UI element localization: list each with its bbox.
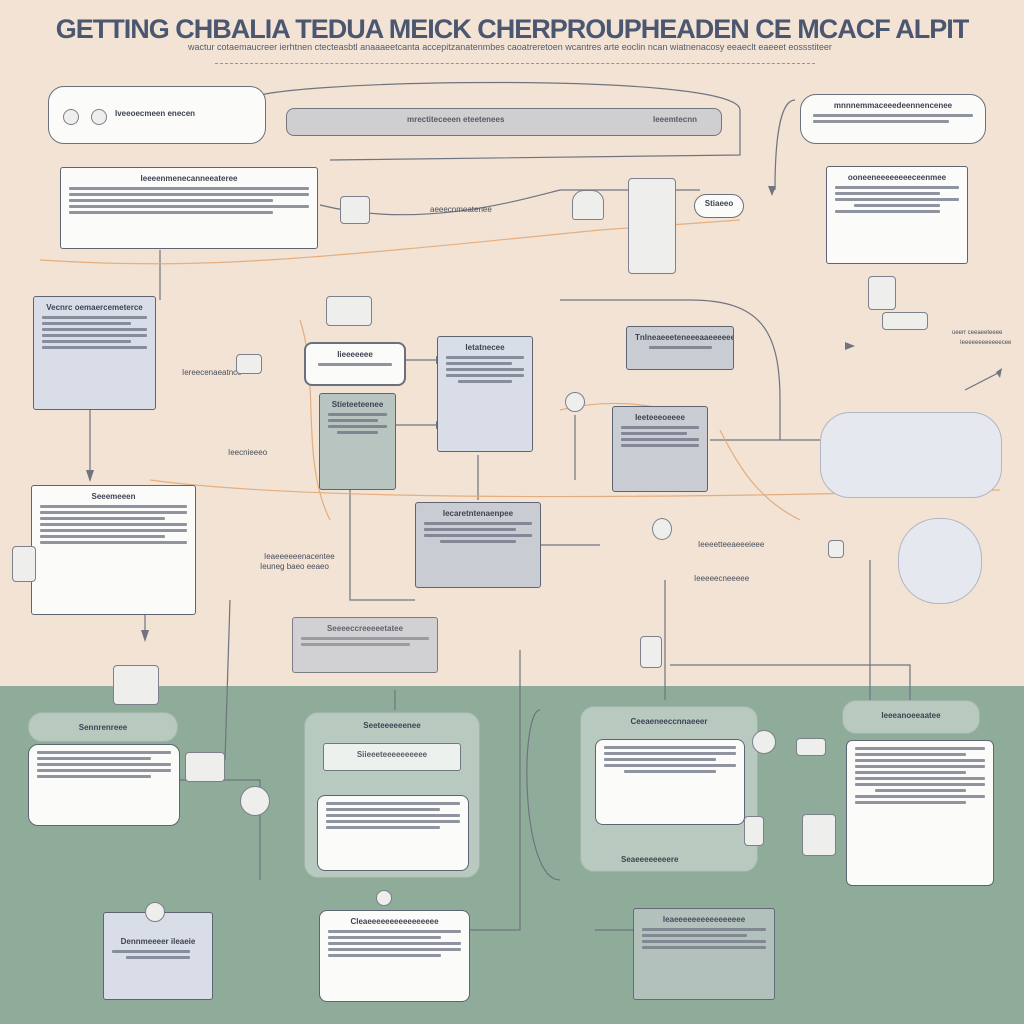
left-node-b: Vecnrc oemaercemeterce <box>33 296 156 410</box>
left-node-c-title: Seeemeeen <box>91 492 136 501</box>
mid-pill-node: Stiaeeo <box>694 194 744 218</box>
bottom-node-2-title: Cleaeeeeeeeeeeeeeeee <box>350 917 439 926</box>
top-bar-right-label: Ieeemtecnn <box>653 115 698 124</box>
center-grey-node: Iecaretntenaenpee <box>415 502 541 588</box>
bottom-node-3: Ieaeeeeeeeeeeeeeeee <box>633 908 775 1000</box>
title-divider <box>215 63 815 65</box>
headset-icon <box>752 730 776 754</box>
right-node-a-title: ooneeneeeeeeeeceenmee <box>847 173 947 182</box>
document-stack-icon <box>340 196 370 224</box>
bottom-node-1: Dennmeeeer ileaeie <box>103 912 213 1000</box>
clock-icon <box>565 392 585 412</box>
panel-4-card <box>846 740 994 886</box>
mid-pill-label: Stiaeeo <box>704 199 734 208</box>
right-grey-node-a: Tnlneaeeeteneeeaaeeeeee <box>626 326 734 370</box>
panel-3-title: Ceeaeneeccnnaeeer <box>630 717 708 726</box>
top-right-node-title: mnnnemmaceeedeennencenee <box>833 101 953 110</box>
top-right-node: mnnnemmaceeedeennencenee <box>800 94 986 144</box>
center-blue-title: Ietatnecee <box>465 343 505 352</box>
cabinet-icon <box>628 178 676 274</box>
drawer-icon <box>868 276 896 310</box>
panel-1: Sennrenreee <box>28 712 178 742</box>
top-bar-node: mrectiteceeen eteetenees Ieeemtecnn <box>286 108 722 136</box>
cloud-storage-node <box>820 412 1002 498</box>
phone-icon <box>744 816 764 846</box>
tray-icon <box>882 312 928 330</box>
folder-cloud-icon <box>898 518 982 604</box>
panel-2-inner-bar: Siieeeteeeeeeeeee <box>323 743 461 771</box>
center-teal-title: Stieteeteenee <box>331 400 384 409</box>
top-left-pill-label: Iveeoecmeen enecen <box>115 109 196 118</box>
left-node-c: Seeemeeen <box>31 485 196 615</box>
lock-icon <box>145 902 165 922</box>
right-label-c: ueerr ceeaeeteeee <box>952 330 1003 336</box>
right-label-d: Ieeeeeeeeeeeecee <box>960 340 1012 346</box>
mid-icon-a-label: aeeecnmeatenee <box>430 205 492 214</box>
left-node-a: Ieeeenmenecanneeateree <box>60 167 318 249</box>
right-label-e: Ieeeetteeaeeeieee <box>698 540 765 549</box>
panel-3: Ceeaeneeccnnaeeer Seaeeeeeeeere <box>580 706 758 872</box>
center-grey-title: Iecaretntenaenpee <box>442 509 514 518</box>
building-icon <box>326 296 372 326</box>
mid-left-label: Ieecnieeeo <box>228 448 268 457</box>
panel-2-card <box>317 795 469 871</box>
right-grey-node-b: Ieeteeeoeeee <box>612 406 708 492</box>
panel-1-title: Sennrenreee <box>78 723 128 732</box>
gear-icon <box>63 109 79 125</box>
panel-4: Ieeeanoeeaatee <box>842 700 980 734</box>
bottom-node-2: Cleaeeeeeeeeeeeeeeee <box>319 910 470 1002</box>
document-tray-icon <box>185 752 225 782</box>
panel-4-title: Ieeeanoeeaatee <box>881 711 941 720</box>
panel-3-card <box>595 739 745 825</box>
right-grey-b-title: Ieeteeeoeeee <box>635 413 685 422</box>
lightbulb-icon <box>652 518 672 540</box>
bottom-node-1-title: Dennmeeeer ileaeie <box>120 937 196 946</box>
center-blue-node: Ietatnecee <box>437 336 533 452</box>
pin-icon <box>376 890 392 906</box>
center-pill-node: Iieeeeeee <box>304 342 406 386</box>
server-icon <box>802 814 836 856</box>
inbox-icon <box>12 546 36 582</box>
center-teal-node: Stieteeteenee <box>319 393 396 490</box>
label-b-left: Ieeeeecneeeee <box>694 574 750 583</box>
top-left-pill: Iveeoecmeen enecen <box>48 86 266 144</box>
top-bar-label: mrectiteceeen eteetenees <box>407 115 505 124</box>
bottom-top-title: Seeeeccreeeeetatee <box>326 624 404 633</box>
diagram-title: GETTING CHBALIA TEDUA MEICK CHERPROUPHEA… <box>55 14 970 44</box>
panel-1-card <box>28 744 180 826</box>
panel-2-inner-label: Siieeeteeeeeeeeee <box>356 750 428 759</box>
label-c2: Ieuneg baeo eeaeo <box>260 562 329 571</box>
database-icon <box>640 636 662 668</box>
left-node-b-title: Vecnrc oemaercemeterce <box>46 303 143 312</box>
computer-icon <box>236 354 262 374</box>
label-c1: Ieaeeeeeenacentee <box>264 552 335 561</box>
router-icon <box>796 738 826 756</box>
bottom-node-3-title: Ieaeeeeeeeeeeeeeeee <box>662 915 746 924</box>
center-pill-label: Iieeeeeee <box>337 350 373 359</box>
left-node-a-title: Ieeeenmenecanneeateree <box>140 174 238 183</box>
printer-icon <box>572 190 604 220</box>
right-node-a: ooneeneeeeeeeeceenmee <box>826 166 968 264</box>
printer-output-icon <box>113 665 159 705</box>
panel-2-title: Seeteeeeeenee <box>363 721 421 730</box>
right-grey-a-title: Tnlneaeeeteneeeaaeeeeee <box>635 333 734 342</box>
bottom-top-node: Seeeeccreeeeetatee <box>292 617 438 673</box>
panel-2: Seeteeeeeenee Siieeeteeeeeeeeee <box>304 712 480 878</box>
diagram-subtitle: wactur cotaemaucreer ierhtnen ctecteasbt… <box>188 42 832 52</box>
left-node-b-label: Iereecenaeatnce <box>182 368 242 377</box>
socket-icon <box>828 540 844 558</box>
globe-icon <box>240 786 270 816</box>
panel-3-footer: Seaeeeeeeeere <box>621 855 679 864</box>
camera-icon <box>91 109 107 125</box>
